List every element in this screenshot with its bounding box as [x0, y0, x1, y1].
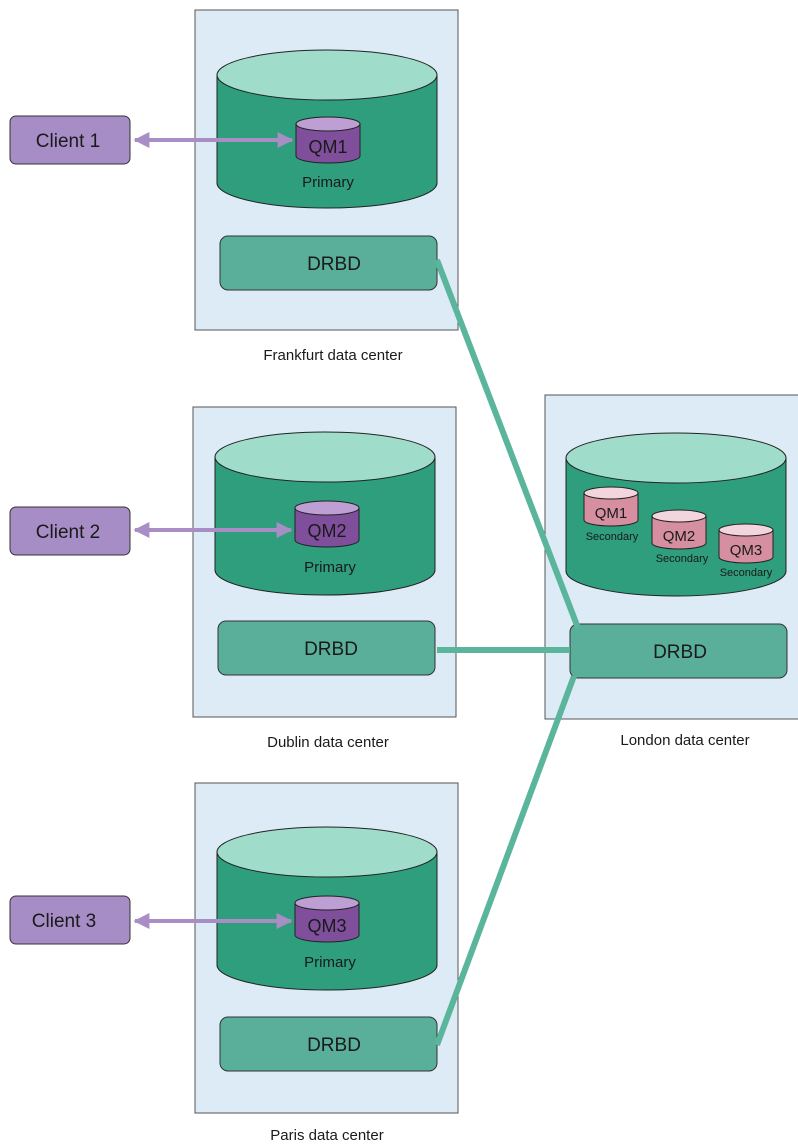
client-2-label: Client 2 — [36, 522, 100, 543]
client-2-box — [9, 506, 131, 556]
london-drbd: DRBD — [569, 623, 788, 679]
client-1-label: Client 1 — [36, 131, 100, 152]
frankfurt-datacenter-label: Frankfurt data center — [263, 347, 402, 364]
paris-drbd: DRBD — [219, 1016, 438, 1072]
london-qm1-label: QM1 — [595, 505, 628, 522]
frankfurt-drbd: DRBD — [219, 235, 438, 291]
paris-qm-cylinder: QM3 — [294, 895, 360, 943]
frankfurt-qm-cylinder: QM1 — [295, 116, 361, 164]
london-qm1-role: Secondary — [586, 531, 639, 543]
london-drbd-label: DRBD — [653, 642, 707, 663]
frankfurt-role-label: Primary — [302, 174, 354, 191]
london-datacenter: QM1 Secondary QM2 Secondary QM3 Secondar… — [544, 394, 798, 749]
london-qm3-role: Secondary — [720, 567, 773, 579]
london-qm2-cylinder: QM2 — [651, 509, 707, 550]
client-3-box — [9, 895, 131, 945]
dublin-drbd: DRBD — [217, 620, 436, 676]
paris-drbd-label: DRBD — [307, 1035, 361, 1056]
paris-to-london-link — [434, 674, 577, 1047]
client-3-label: Client 3 — [32, 911, 96, 932]
london-datacenter-label: London data center — [620, 732, 749, 749]
dublin-datacenter-label: Dublin data center — [267, 734, 389, 751]
dublin-qm-label: QM2 — [307, 521, 346, 541]
dublin-drbd-label: DRBD — [304, 639, 358, 660]
client-2: Client 2 — [9, 506, 131, 556]
client-3: Client 3 — [9, 895, 131, 945]
frankfurt-qm-label: QM1 — [308, 137, 347, 157]
london-qm1-cylinder: QM1 — [583, 486, 639, 527]
london-qm3-cylinder: QM3 — [718, 523, 774, 564]
dublin-role-label: Primary — [304, 559, 356, 576]
paris-qm-label: QM3 — [307, 916, 346, 936]
london-qm2-role: Secondary — [656, 553, 709, 565]
dublin-qm-cylinder: QM2 — [294, 500, 360, 548]
paris-datacenter: QM3 Primary DRBD Paris data center — [194, 782, 459, 1144]
replication-links — [434, 258, 581, 1047]
london-qm2-label: QM2 — [663, 528, 696, 545]
paris-datacenter-label: Paris data center — [270, 1127, 383, 1144]
frankfurt-to-london-link — [434, 258, 581, 630]
client-1: Client 1 — [9, 115, 131, 165]
london-qm3-label: QM3 — [730, 542, 763, 559]
frankfurt-drbd-label: DRBD — [307, 254, 361, 275]
dublin-datacenter: QM2 Primary DRBD Dublin data center — [192, 406, 457, 751]
paris-role-label: Primary — [304, 954, 356, 971]
client-1-box — [9, 115, 131, 165]
frankfurt-datacenter: QM1 Primary DRBD Frankfurt data center — [194, 9, 459, 364]
